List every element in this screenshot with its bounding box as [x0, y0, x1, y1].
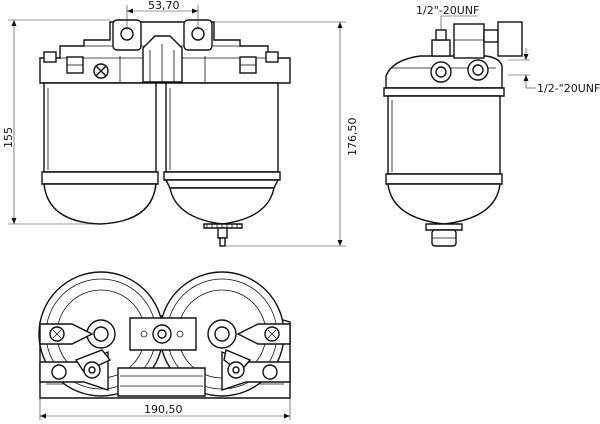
thread-side-label: 1/2-"20UNF — [537, 82, 600, 95]
side-callouts: 1/2"-20UNF 1/2-"20UNF — [416, 4, 600, 95]
front-view — [39, 19, 291, 247]
dim-total-height: 155 — [2, 127, 15, 148]
thread-top-label: 1/2"-20UNF — [416, 4, 479, 17]
dim-top-width: 53,70 — [148, 0, 180, 12]
bottom-dimension: 190,50 — [39, 398, 291, 420]
front-dimensions: 53,70 155 176,50 — [2, 0, 359, 247]
top-view — [38, 271, 291, 399]
dim-element-height: 176,50 — [346, 118, 359, 157]
side-view — [383, 21, 523, 247]
dim-bottom-width: 190,50 — [144, 403, 183, 416]
